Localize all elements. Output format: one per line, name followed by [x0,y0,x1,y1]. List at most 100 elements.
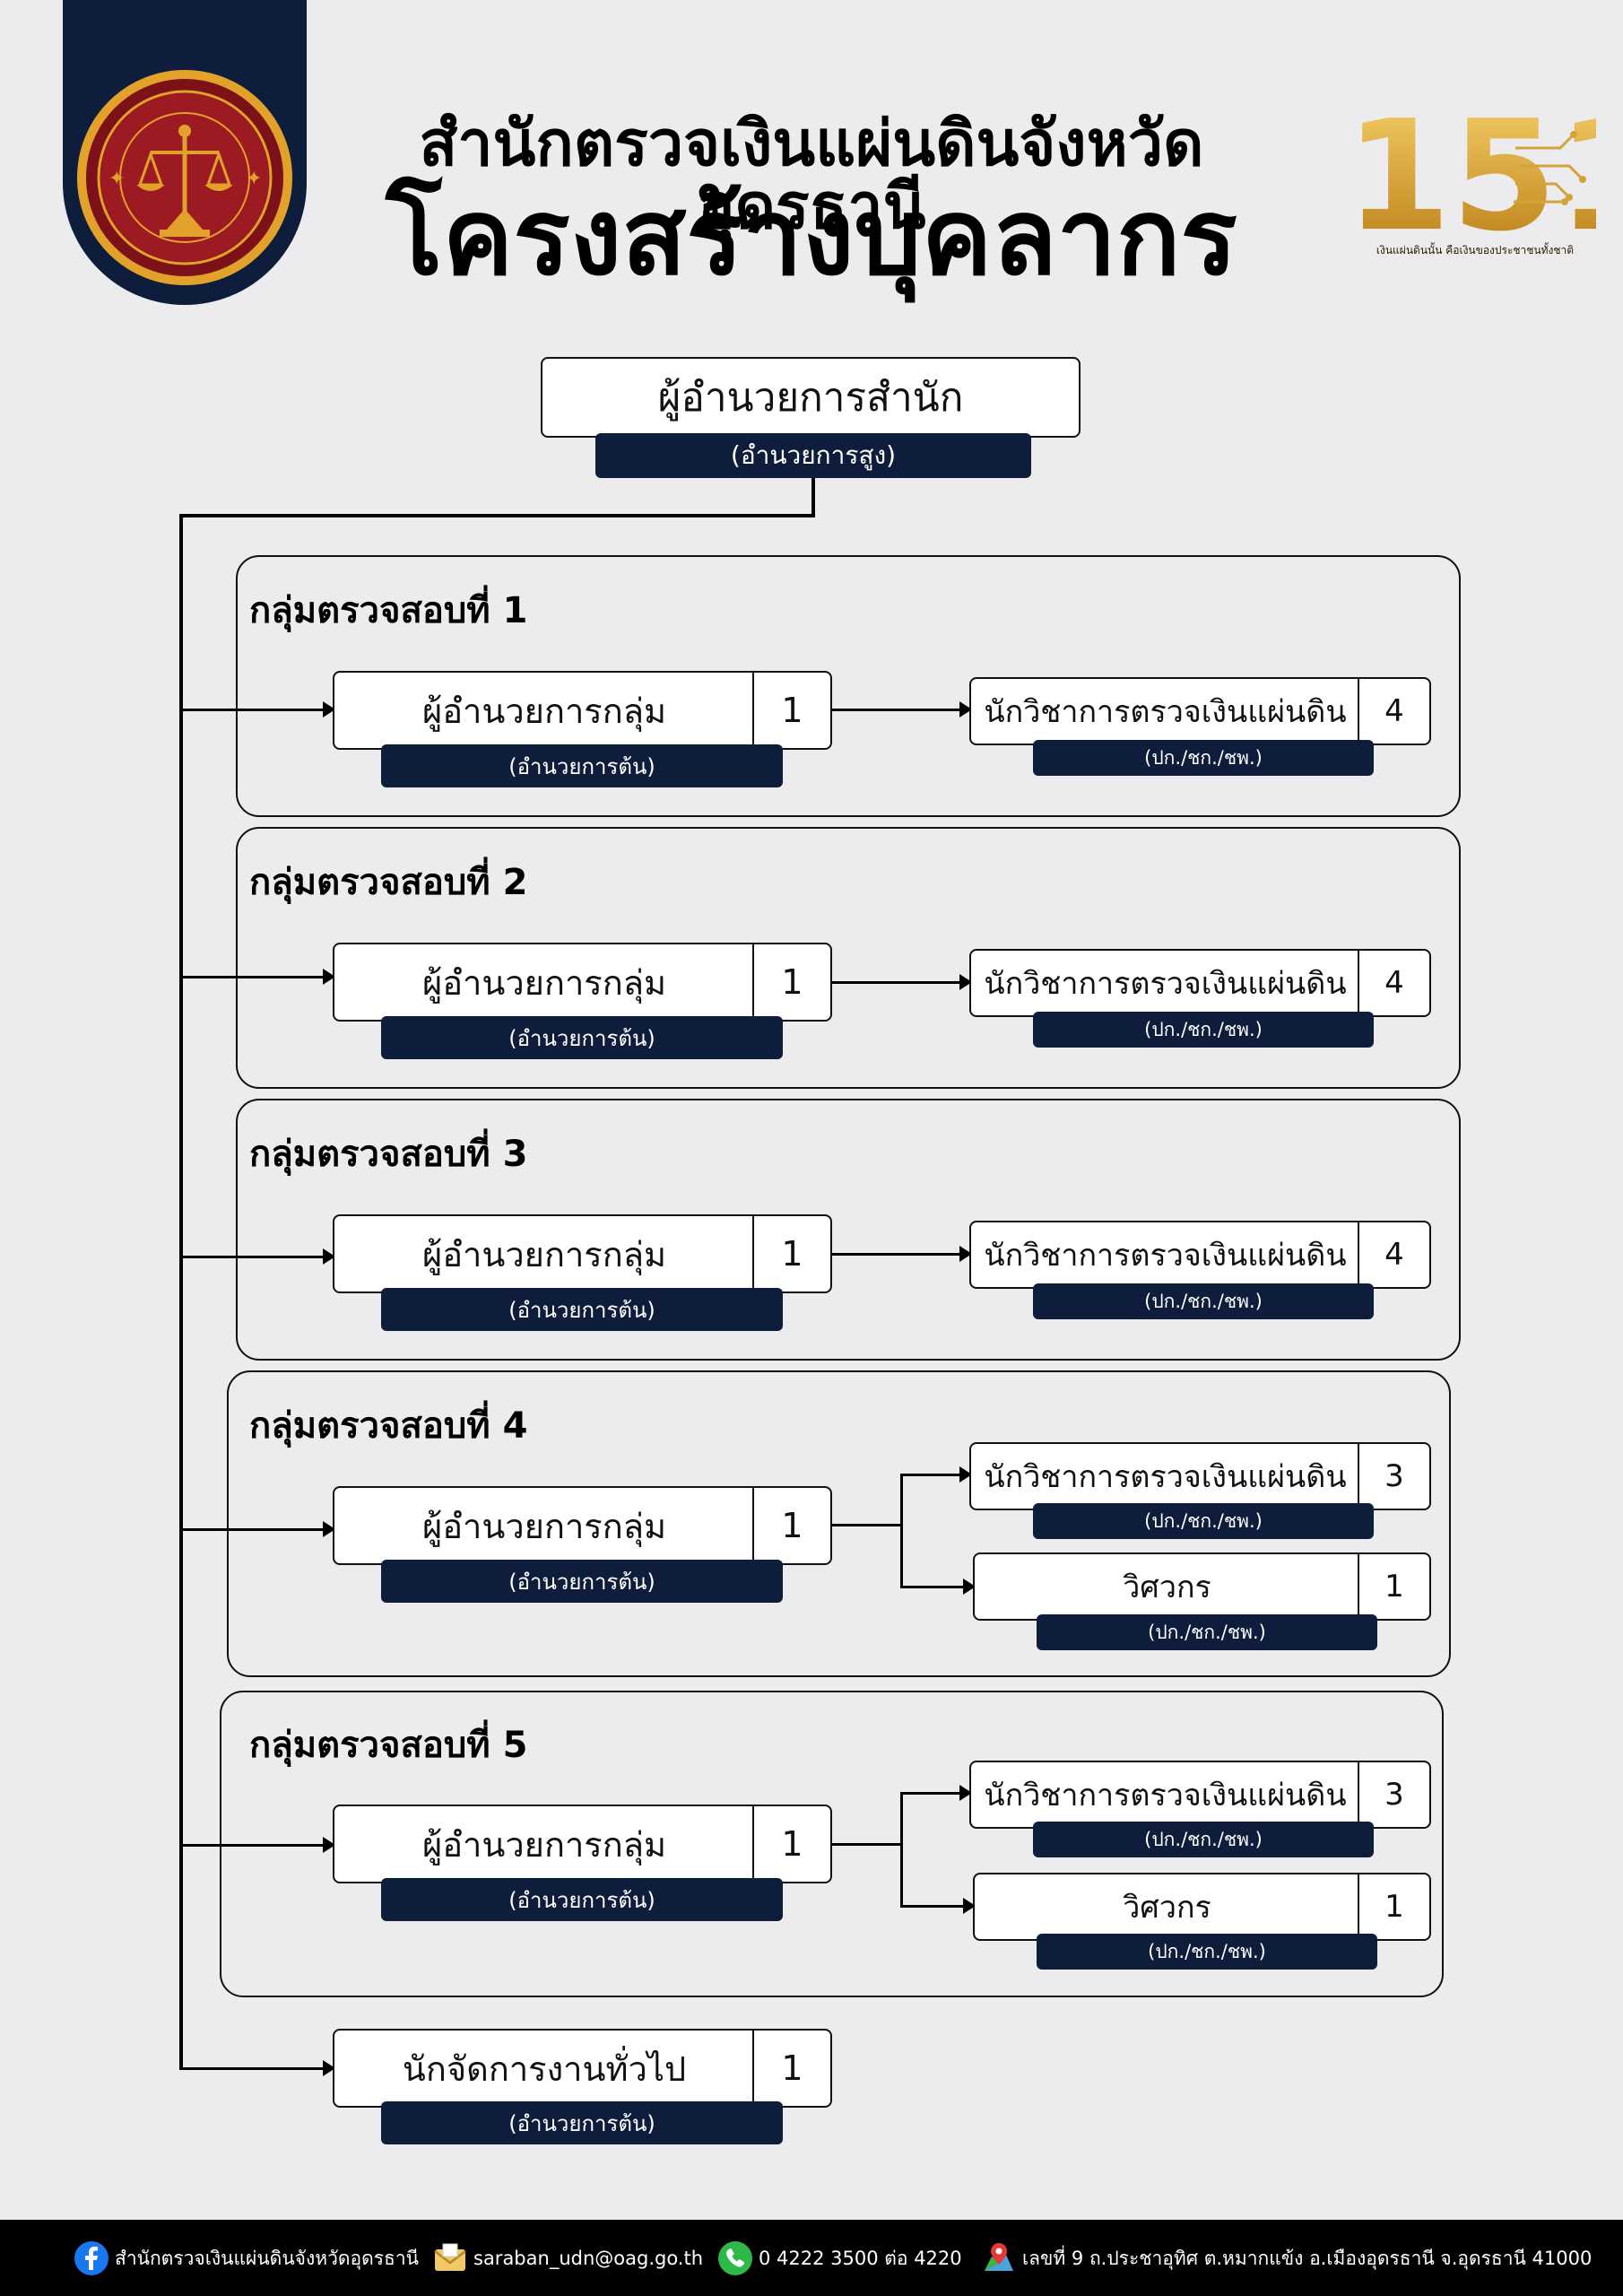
staff-count: 4 [1358,951,1429,1015]
connector-branch-vertical-5 [900,1792,903,1907]
connector-branch-vertical-4 [900,1474,903,1587]
group-head-count: 1 [752,673,830,748]
staff-title: นักวิชาการตรวจเงินแผ่นดิน [984,1238,1347,1274]
staff-box-engineer: วิศวกร 1 [973,1873,1431,1941]
footer-phone-text: 0 4222 3500 ต่อ 4220 [759,2247,962,2269]
general-admin-box: นักจัดการงานทั่วไป 1 [333,2029,832,2108]
connector-to-general-admin [183,2067,326,2070]
group-head-level-badge: (อำนวยการต้น) [381,744,783,787]
facebook-icon [74,2240,109,2276]
staff-box-auditor: นักวิชาการตรวจเงินแผ่นดิน 3 [969,1761,1431,1829]
staff-box-engineer: วิศวกร 1 [973,1552,1431,1621]
connector-head-branch-4 [832,1524,903,1526]
arrow-to-group-4 [323,1521,335,1537]
group-title-3: กลุ่มตรวจสอบที่ 3 [249,1134,528,1175]
footer-phone[interactable]: 0 4222 3500 ต่อ 4220 [717,2239,962,2277]
group-head-box-2: ผู้อำนวยการกลุ่ม 1 [333,943,832,1022]
group-head-box-3: ผู้อำนวยการกลุ่ม 1 [333,1214,832,1293]
arrow-to-group-3 [323,1248,335,1265]
footer-facebook[interactable]: สำนักตรวจเงินแผ่นดินจังหวัดอุดรธานี [74,2239,419,2277]
staff-box-auditor: นักวิชาการตรวจเงินแผ่นดิน 4 [969,949,1431,1017]
group-head-title: ผู้อำนวยการกลุ่ม [421,1506,667,1546]
connector-head-staff-1 [832,709,965,711]
connector-to-group-1 [183,709,326,711]
arrow-to-group-1 [323,701,335,718]
oag-seal-logo: ✦ ✦ [77,70,292,285]
staff-title: วิศวกร [1123,1570,1211,1605]
director-box: ผู้อำนวยการสำนัก [541,357,1081,438]
footer-address[interactable]: เลขที่ 9 ถ.ประชาอุทิศ ต.หมากแข้ง อ.เมือง… [981,2239,1592,2277]
group-head-count: 1 [752,1488,830,1563]
group-head-level-badge: (อำนวยการต้น) [381,1016,783,1059]
staff-count: 3 [1358,1762,1429,1827]
arrow-staff-5b [963,1898,976,1914]
arrow-staff-2 [959,974,972,990]
connector-to-group-4 [183,1528,326,1531]
connector-head-staff-3 [832,1253,965,1256]
director-level-badge: (อำนวยการสูง) [595,433,1031,478]
group-head-title: ผู้อำนวยการกลุ่ม [421,1824,667,1865]
staff-level-badge: (ปก./ชก./ชพ.) [1037,1934,1377,1970]
office-title: สำนักตรวจเงินแผ่นดินจังหวัดอุดรธานี [419,107,1204,243]
group-head-level-badge: (อำนวยการต้น) [381,1288,783,1331]
connector-top-horizontal [179,514,815,517]
staff-box-auditor: นักวิชาการตรวจเงินแผ่นดิน 4 [969,1221,1431,1289]
staff-count: 1 [1358,1874,1429,1939]
group-head-level-badge: (อำนวยการต้น) [381,1878,783,1921]
group-title-5: กลุ่มตรวจสอบที่ 5 [249,1725,528,1766]
connector-to-group-3 [183,1256,326,1258]
general-admin-title: นักจัดการงานทั่วไป [402,2048,687,2089]
arrow-staff-5a [959,1785,972,1801]
arrow-staff-4a [959,1466,972,1483]
group-frame-2 [236,827,1461,1089]
group-frame-3 [236,1099,1461,1361]
footer-bar [0,2220,1623,2296]
group-head-title: ผู้อำนวยการกลุ่ม [421,691,667,731]
footer-address-text: เลขที่ 9 ถ.ประชาอุทิศ ต.หมากแข้ง อ.เมือง… [1022,2247,1593,2269]
connector-branch-bottom-4 [900,1586,968,1588]
staff-box-auditor: นักวิชาการตรวจเงินแผ่นดิน 3 [969,1442,1431,1510]
connector-branch-top-5 [900,1792,965,1795]
staff-title: นักวิชาการตรวจเงินแผ่นดิน [984,694,1347,730]
group-head-box-5: ผู้อำนวยการกลุ่ม 1 [333,1805,832,1883]
general-admin-count: 1 [752,2031,830,2106]
group-frame-4 [227,1370,1451,1677]
arrow-staff-1 [959,701,972,718]
staff-level-badge: (ปก./ชก./ชพ.) [1033,740,1374,776]
group-head-box-4: ผู้อำนวยการกลุ่ม 1 [333,1486,832,1565]
connector-main-vertical [179,514,183,2070]
group-head-title: ผู้อำนวยการกลุ่ม [421,962,667,1003]
staff-title: นักวิชาการตรวจเงินแผ่นดิน [984,1459,1347,1495]
svg-text:✦: ✦ [108,168,125,190]
staff-title: วิศวกร [1123,1890,1211,1926]
connector-director-down [812,478,815,517]
staff-count: 4 [1358,1222,1429,1287]
group-title-1: กลุ่มตรวจสอบที่ 1 [249,590,528,631]
connector-to-group-2 [183,976,326,978]
arrow-staff-4b [963,1578,976,1595]
staff-level-badge: (ปก./ชก./ชพ.) [1037,1614,1377,1650]
footer-facebook-text: สำนักตรวจเงินแผ่นดินจังหวัดอุดรธานี [115,2247,419,2269]
anniversary-151-logo: 151 [1345,88,1623,265]
group-title-4: กลุ่มตรวจสอบที่ 4 [249,1405,528,1447]
staff-level-badge: (ปก./ชก./ชพ.) [1033,1012,1374,1048]
staff-count: 1 [1358,1554,1429,1619]
connector-to-group-5 [183,1844,326,1847]
page-title: โครงสร้างบุคลากร [386,175,1237,299]
staff-count: 4 [1358,679,1429,744]
staff-level-badge: (ปก./ชก./ชพ.) [1033,1822,1374,1857]
footer-email-text: saraban_udn@oag.go.th [473,2248,704,2269]
staff-title: นักวิชาการตรวจเงินแผ่นดิน [984,966,1347,1002]
staff-level-badge: (ปก./ชก./ชพ.) [1033,1283,1374,1319]
phone-icon [717,2240,753,2276]
map-pin-icon [981,2240,1017,2276]
svg-text:✦: ✦ [246,168,262,190]
footer-email[interactable]: saraban_udn@oag.go.th [432,2239,703,2277]
connector-branch-top-4 [900,1474,965,1476]
arrow-staff-3 [959,1246,972,1262]
connector-head-branch-5 [832,1843,903,1846]
group-title-2: กลุ่มตรวจสอบที่ 2 [249,862,528,903]
director-title: ผู้อำนวยการสำนัก [657,375,964,421]
group-head-level-badge: (อำนวยการต้น) [381,1560,783,1603]
group-head-count: 1 [752,1216,830,1292]
